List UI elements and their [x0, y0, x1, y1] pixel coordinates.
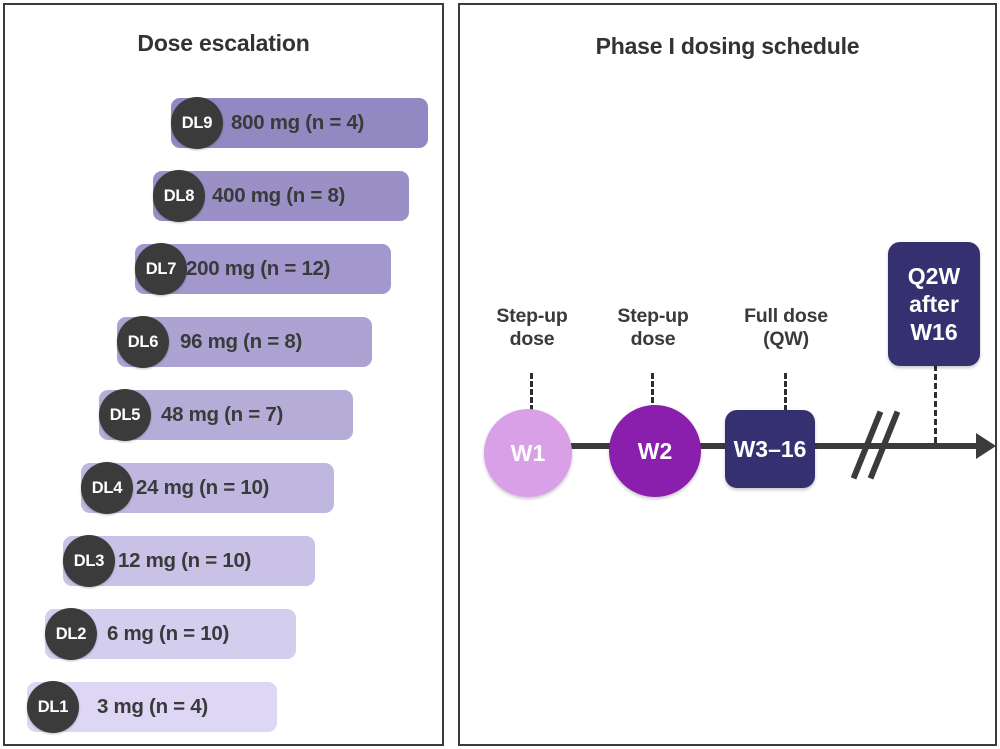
timeline-segment-w1-w2 [568, 443, 628, 449]
connector-dash-w1 [530, 373, 533, 411]
dose-level-chip-dl1: DL1 [27, 681, 79, 733]
dose-bar-label-dl4: 24 mg (n = 10) [136, 476, 270, 499]
caption-step-up-dose-w1: Step-up dose [496, 305, 568, 350]
caption-step-up-dose-w2: Step-up dose [617, 305, 689, 350]
timeline-node-w1[interactable]: W1 [484, 409, 572, 497]
dosing-schedule-title: Phase I dosing schedule [595, 33, 860, 59]
dose-level-chip-dl5: DL5 [99, 389, 151, 441]
connector-dash-w3 [784, 373, 787, 411]
dose-level-chip-dl2: DL2 [45, 608, 97, 660]
dose-level-chip-dl4: DL4 [81, 462, 133, 514]
dose-bar-label-dl7: 200 mg (n = 12) [186, 257, 331, 280]
dose-bar-label-dl9: 800 mg (n = 4) [231, 111, 365, 134]
dose-level-chip-dl6: DL6 [117, 316, 169, 368]
dose-escalation-title: Dose escalation [137, 30, 310, 56]
connector-dash-w2 [651, 373, 654, 411]
dosing-timeline: Step-up dose W1 Step-up dose W2 Full dos… [460, 5, 996, 744]
timeline-arrowhead [976, 433, 996, 459]
dosing-schedule-panel: Phase I dosing schedule Step-up dose W1 … [458, 3, 997, 746]
timeline-node-w2[interactable]: W2 [609, 405, 701, 497]
dose-level-chip-dl8: DL8 [153, 170, 205, 222]
connector-dash-q2w [934, 365, 937, 443]
dose-level-chip-dl9: DL9 [171, 97, 223, 149]
dose-bar-label-dl6: 96 mg (n = 8) [180, 330, 302, 353]
dose-bar-label-dl5: 48 mg (n = 7) [161, 403, 283, 426]
dose-bar-label-dl8: 400 mg (n = 8) [212, 184, 346, 207]
timeline-node-q2w-after-w16[interactable]: Q2W after W16 [888, 242, 980, 366]
dose-bar-label-dl2: 6 mg (n = 10) [107, 622, 229, 645]
dose-level-chip-dl7: DL7 [135, 243, 187, 295]
timeline-segment-w3-end [813, 443, 978, 449]
dose-level-chip-dl3: DL3 [63, 535, 115, 587]
dose-bar-label-dl1: 3 mg (n = 4) [97, 695, 208, 718]
dose-escalation-panel: Dose escalation 800 mg (n = 4) DL9 400 m… [3, 3, 444, 746]
timeline-node-w3-16[interactable]: W3–16 [725, 410, 815, 488]
dose-bar-label-dl3: 12 mg (n = 10) [118, 549, 252, 572]
dose-escalation-bars: 800 mg (n = 4) DL9 400 mg (n = 8) DL8 20… [5, 87, 442, 747]
caption-full-dose: Full dose (QW) [744, 305, 828, 350]
